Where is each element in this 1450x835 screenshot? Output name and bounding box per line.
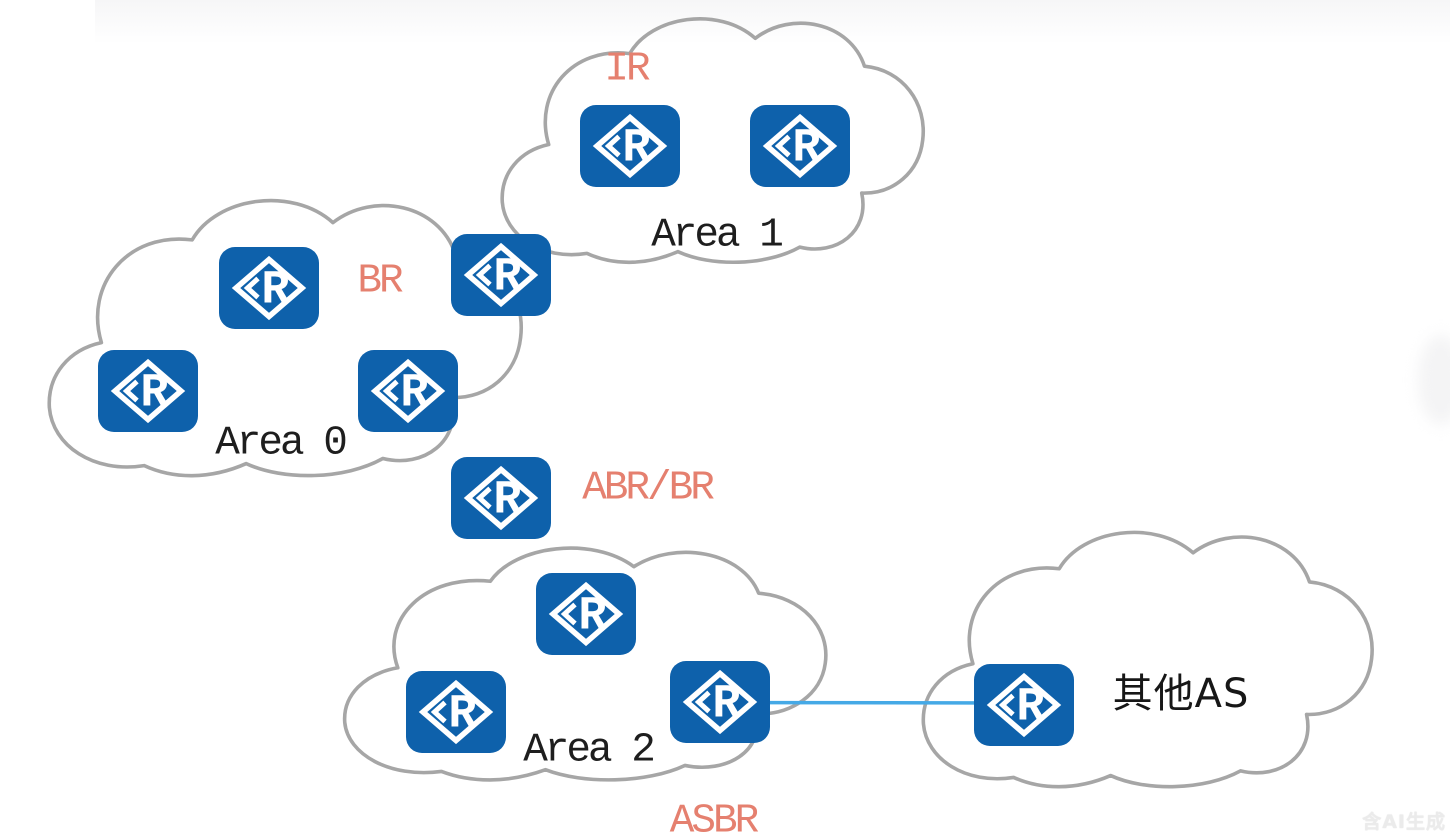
router-letter: R [493,475,522,528]
router-body [358,350,458,432]
router-body [98,350,198,432]
br-router: R [451,234,551,316]
chevron-left-icon [998,693,1015,717]
router-diamond-icon [463,242,539,308]
router-letter: R [578,591,607,644]
ir-role-label: IR [604,46,650,93]
router-letter: R [140,368,169,421]
area0-router-left: R [98,350,198,432]
area2-router-left: R [406,671,506,753]
router-body [670,661,770,743]
br-role-label: BR [357,258,403,305]
router-diamond-icon [548,581,624,647]
chevron-left-icon [774,134,791,158]
router-letter: R [261,265,290,318]
area2-label: Area 2 [523,727,656,774]
router-body [580,105,680,187]
router-body [536,573,636,655]
chevron-left-icon [694,690,711,714]
cloud-area2 [345,548,826,780]
router-diamond-icon [231,255,307,321]
abr-br-role-label: ABR/BR [582,465,715,512]
chevron-left-icon [430,700,447,724]
cloud-area0 [49,201,521,476]
router-diamond-icon [110,358,186,424]
router-body [451,234,551,316]
area1-router-1: R [580,105,680,187]
chevron-left-icon [560,602,577,626]
router-letter: R [622,123,651,176]
chevron-left-icon [122,379,139,403]
other-as-router: R [974,664,1074,746]
router-body [974,664,1074,746]
area0-router-right: R [358,350,458,432]
router-letter: R [493,252,522,305]
area1-router-2: R [750,105,850,187]
router-diamond-icon [986,672,1062,738]
area0-router-top: R [219,247,319,329]
router-body [750,105,850,187]
chevron-left-icon [243,276,260,300]
abr-br-router: R [451,457,551,539]
edge-smudge [1418,335,1450,425]
router-letter: R [400,368,429,421]
router-body [451,457,551,539]
router-diamond-icon [418,679,494,745]
area2-router-top: R [536,573,636,655]
router-letter: R [1016,682,1045,735]
router-letter: R [448,689,477,742]
chevron-left-icon [604,134,621,158]
router-diamond-icon [370,358,446,424]
router-diamond-icon [592,113,668,179]
asbr-router: R [670,661,770,743]
router-body [219,247,319,329]
cloud-other-as [923,532,1372,786]
router-body [406,671,506,753]
ai-generated-watermark: 含AI生成 [1362,811,1446,833]
router-diamond-icon [463,465,539,531]
asbr-role-label: ASBR [669,798,759,835]
router-letter: R [792,123,821,176]
asbr-to-other-as-link [719,700,1025,705]
chevron-left-icon [475,486,492,510]
area1-label: Area 1 [651,212,784,259]
router-diamond-icon [682,669,758,735]
other-as-label: 其他AS [1112,671,1250,717]
router-diamond-icon [762,113,838,179]
chevron-left-icon [382,379,399,403]
cloud-area1 [502,19,923,263]
router-letter: R [712,679,741,732]
area0-label: Area 0 [215,420,348,467]
chevron-left-icon [475,263,492,287]
